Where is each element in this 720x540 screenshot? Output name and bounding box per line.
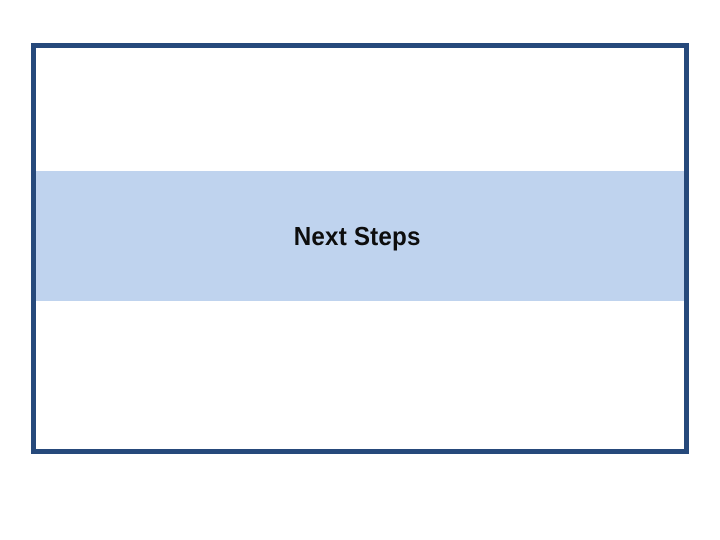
slide-lower-blank-area xyxy=(36,301,684,449)
slide-title-band: Next Steps xyxy=(36,171,684,301)
slide-upper-blank-area xyxy=(36,48,684,171)
slide-title-text: Next Steps xyxy=(293,221,421,251)
slide-frame-inner: Next Steps xyxy=(36,48,684,449)
slide-content-frame: Next Steps xyxy=(31,43,689,454)
